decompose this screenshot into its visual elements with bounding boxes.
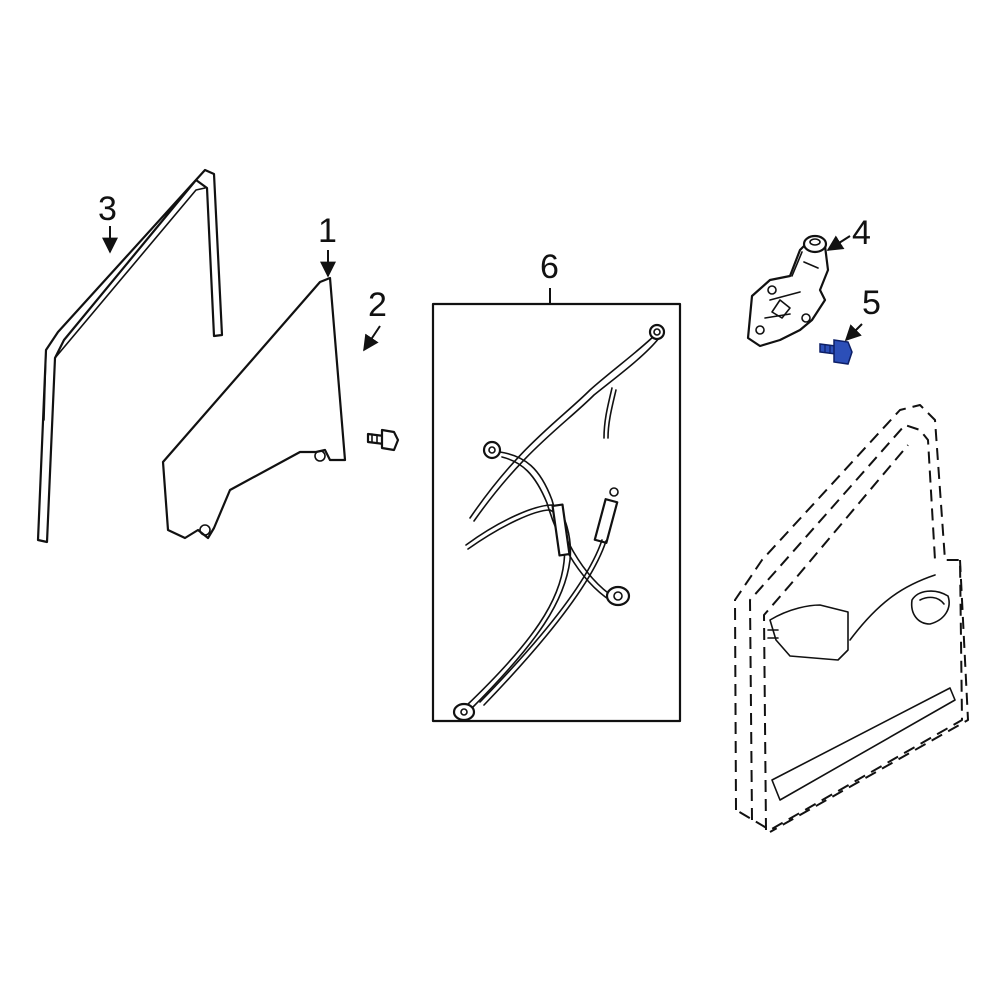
callout-1: 1: [318, 212, 337, 250]
callout-5: 5: [862, 284, 881, 322]
window-motor[interactable]: [746, 234, 830, 348]
callout-6: 6: [540, 248, 559, 286]
regulator-box: [431, 302, 682, 723]
leader-5: [844, 323, 863, 342]
leader-2: [363, 325, 381, 352]
glass-run-channel[interactable]: [36, 168, 224, 544]
front-door-outline: [734, 404, 969, 833]
callout-2: 2: [368, 286, 387, 324]
callout-3: 3: [98, 190, 117, 228]
door-glass[interactable]: [161, 276, 347, 540]
leader-4: [826, 235, 851, 251]
glass-bolt[interactable]: [366, 428, 400, 452]
window-regulator[interactable]: [452, 323, 666, 722]
callout-4: 4: [852, 214, 871, 252]
motor-bolt[interactable]: [819, 339, 853, 365]
